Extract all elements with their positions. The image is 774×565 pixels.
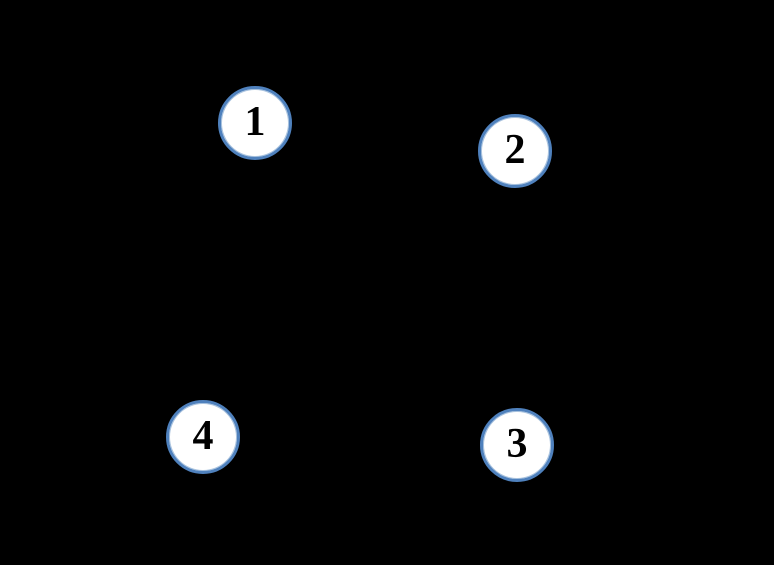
graph-node-4: 4 bbox=[166, 400, 240, 474]
node-label-2: 2 bbox=[504, 127, 526, 173]
graph-node-2: 2 bbox=[478, 114, 552, 188]
node-label-4: 4 bbox=[192, 413, 214, 459]
node-label-3: 3 bbox=[506, 421, 528, 467]
node-label-1: 1 bbox=[244, 99, 266, 145]
graph-node-3: 3 bbox=[480, 408, 554, 482]
graph-node-1: 1 bbox=[218, 86, 292, 160]
